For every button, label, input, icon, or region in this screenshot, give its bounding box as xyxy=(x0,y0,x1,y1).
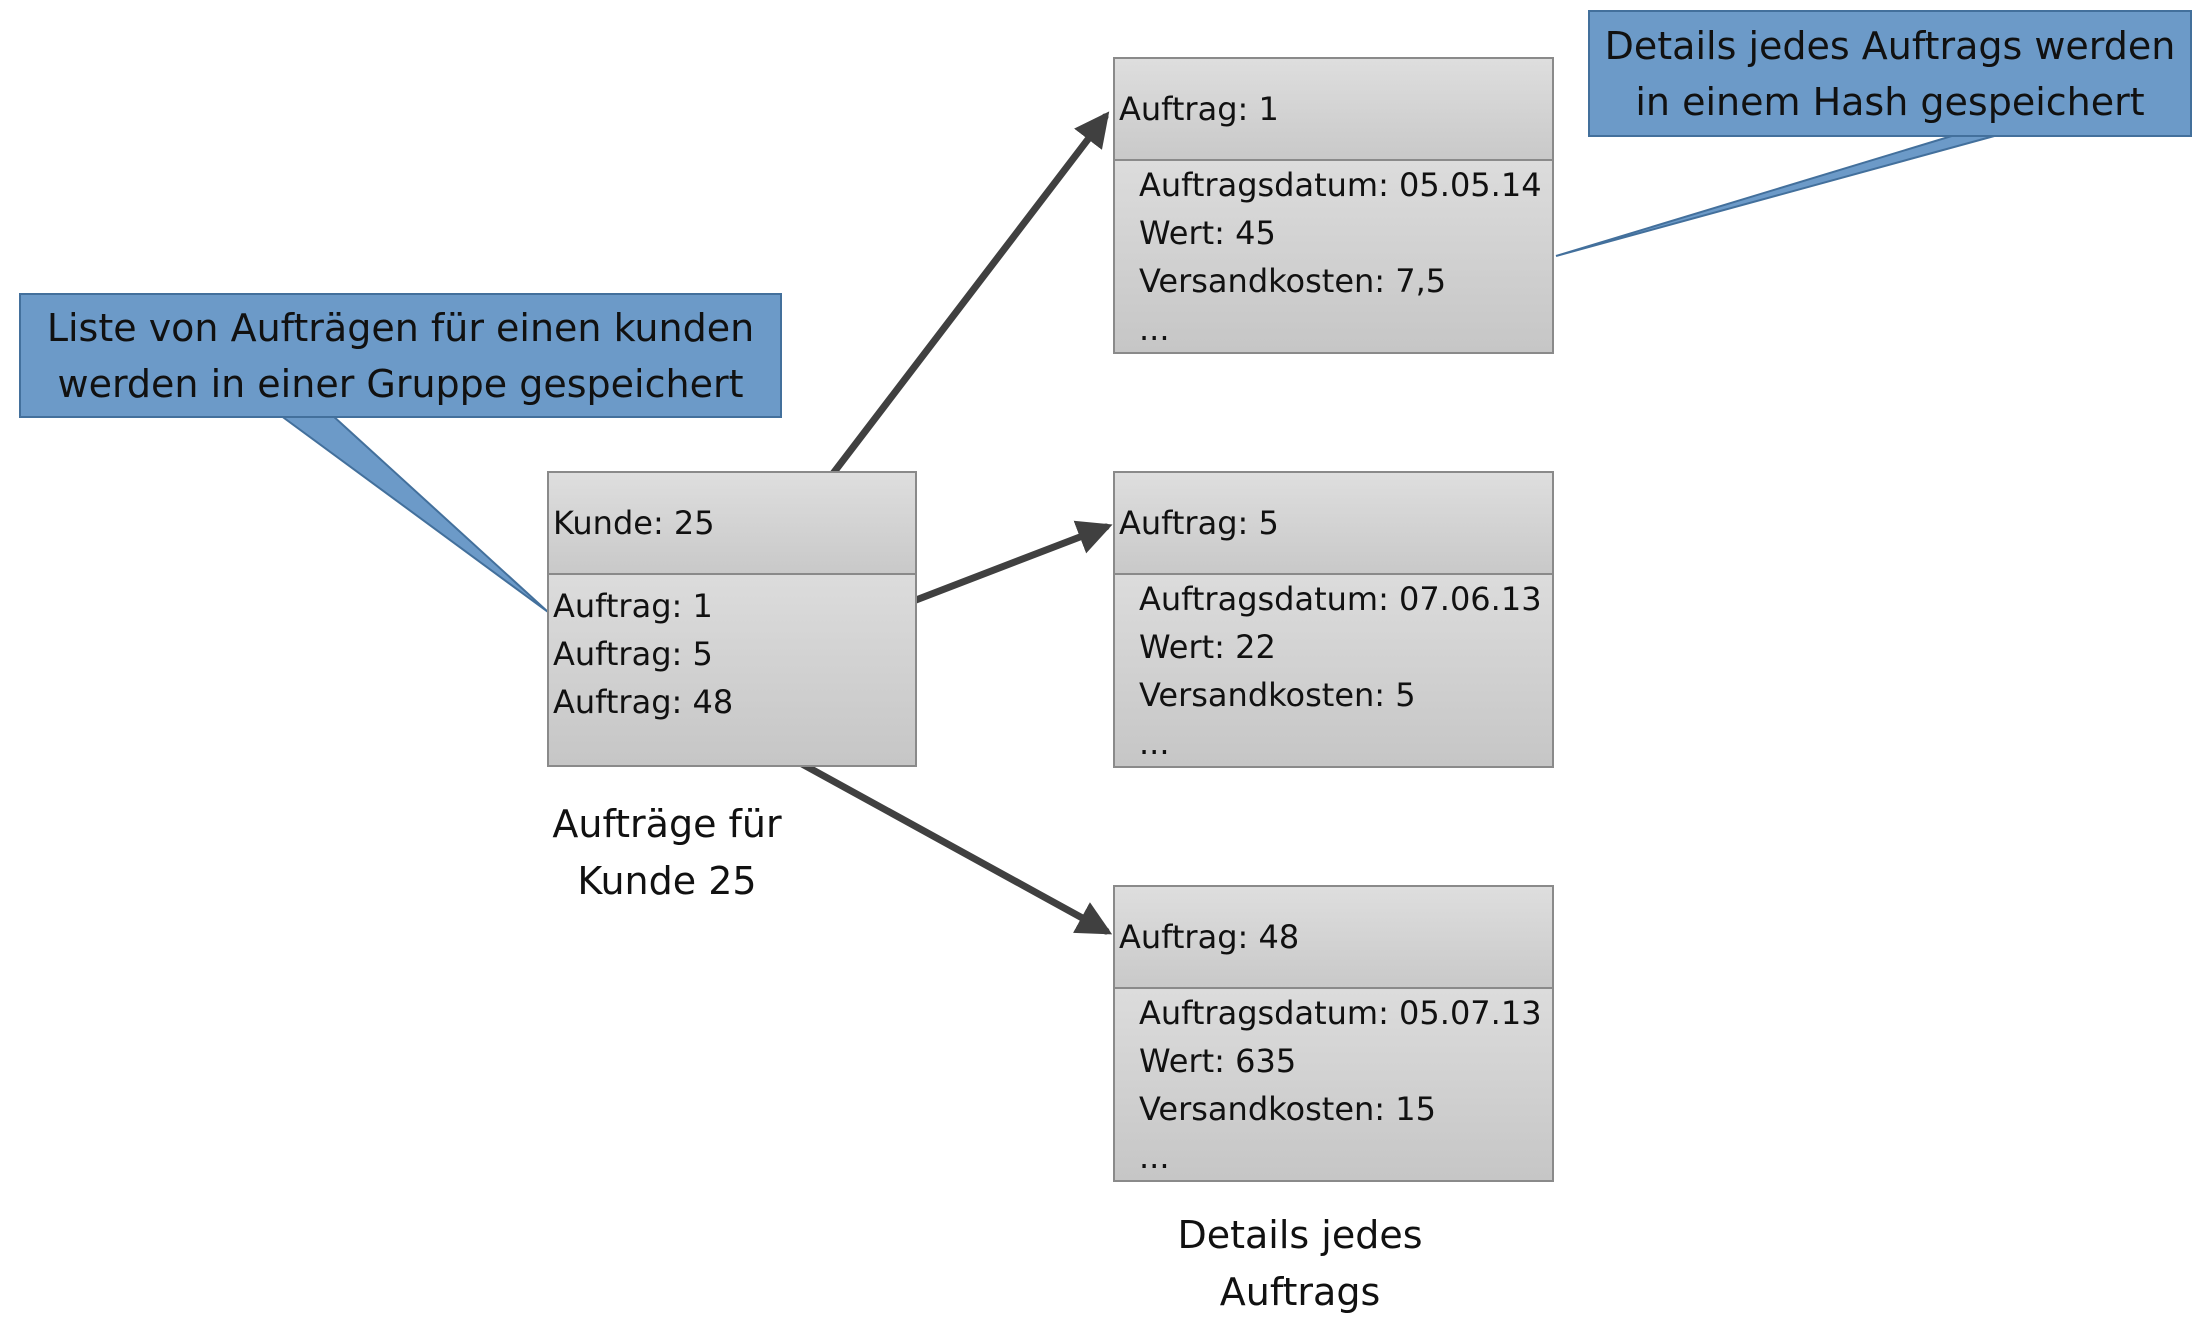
order-box-48-header: Auftrag: 48 xyxy=(1115,887,1552,989)
details-caption-line-2: Auftrags xyxy=(1219,1270,1381,1314)
customer-box-header: Kunde: 25 xyxy=(549,473,915,575)
customer-caption-line-2: Kunde 25 xyxy=(577,859,757,903)
customer-caption: Aufträge für Kunde 25 xyxy=(517,796,817,910)
order-field: Auftragsdatum: 05.07.13 xyxy=(1139,994,1542,1032)
order-field: ... xyxy=(1139,724,1170,762)
customer-caption-line-1: Aufträge für xyxy=(552,802,782,846)
order-field: Auftragsdatum: 05.05.14 xyxy=(1139,166,1542,204)
group-callout-line-1: Liste von Aufträgen für einen kunden xyxy=(46,305,755,350)
order-field: ... xyxy=(1139,310,1170,348)
order-box-1: Auftrag: 1 Auftragsdatum: 05.05.14 Wert:… xyxy=(1113,57,1554,354)
hash-callout-line-2: in einem Hash gespeichert xyxy=(1635,79,2145,124)
order-field: Versandkosten: 5 xyxy=(1139,676,1416,714)
order-box-5-body: Auftragsdatum: 07.06.13 Wert: 22 Versand… xyxy=(1115,575,1552,766)
customer-group-box: Kunde: 25 Auftrag: 1 Auftrag: 5 Auftrag:… xyxy=(547,471,917,767)
order-box-5: Auftrag: 5 Auftragsdatum: 07.06.13 Wert:… xyxy=(1113,471,1554,768)
details-caption-line-1: Details jedes xyxy=(1177,1213,1423,1257)
order-field: Wert: 22 xyxy=(1139,628,1276,666)
order-field: Versandkosten: 7,5 xyxy=(1139,262,1447,300)
order-box-1-body: Auftragsdatum: 05.05.14 Wert: 45 Versand… xyxy=(1115,161,1552,352)
order-box-48-body: Auftragsdatum: 05.07.13 Wert: 635 Versan… xyxy=(1115,989,1552,1180)
details-caption: Details jedes Auftrags xyxy=(1150,1207,1450,1321)
order-field: Auftragsdatum: 07.06.13 xyxy=(1139,580,1542,618)
order-field: ... xyxy=(1139,1138,1170,1176)
order-field: Wert: 635 xyxy=(1139,1042,1297,1080)
group-callout-line-2: werden in einer Gruppe gespeichert xyxy=(57,361,744,406)
group-callout-pointer xyxy=(276,414,549,613)
order-field: Wert: 45 xyxy=(1139,214,1276,252)
customer-order-item: Auftrag: 1 xyxy=(553,587,713,625)
customer-order-item: Auftrag: 5 xyxy=(553,635,713,673)
order-box-1-header: Auftrag: 1 xyxy=(1115,59,1552,161)
order-field: Versandkosten: 15 xyxy=(1139,1090,1436,1128)
hash-callout: Details jedes Auftrags werden in einem H… xyxy=(1588,10,2192,137)
hash-callout-line-1: Details jedes Auftrags werden xyxy=(1604,23,2176,68)
order-box-5-header: Auftrag: 5 xyxy=(1115,473,1552,575)
order-box-48: Auftrag: 48 Auftragsdatum: 05.07.13 Wert… xyxy=(1113,885,1554,1182)
customer-box-body: Auftrag: 1 Auftrag: 5 Auftrag: 48 xyxy=(549,575,915,765)
hash-callout-pointer xyxy=(1555,134,1999,257)
customer-order-item: Auftrag: 48 xyxy=(553,683,734,721)
group-callout: Liste von Aufträgen für einen kunden wer… xyxy=(19,293,782,418)
